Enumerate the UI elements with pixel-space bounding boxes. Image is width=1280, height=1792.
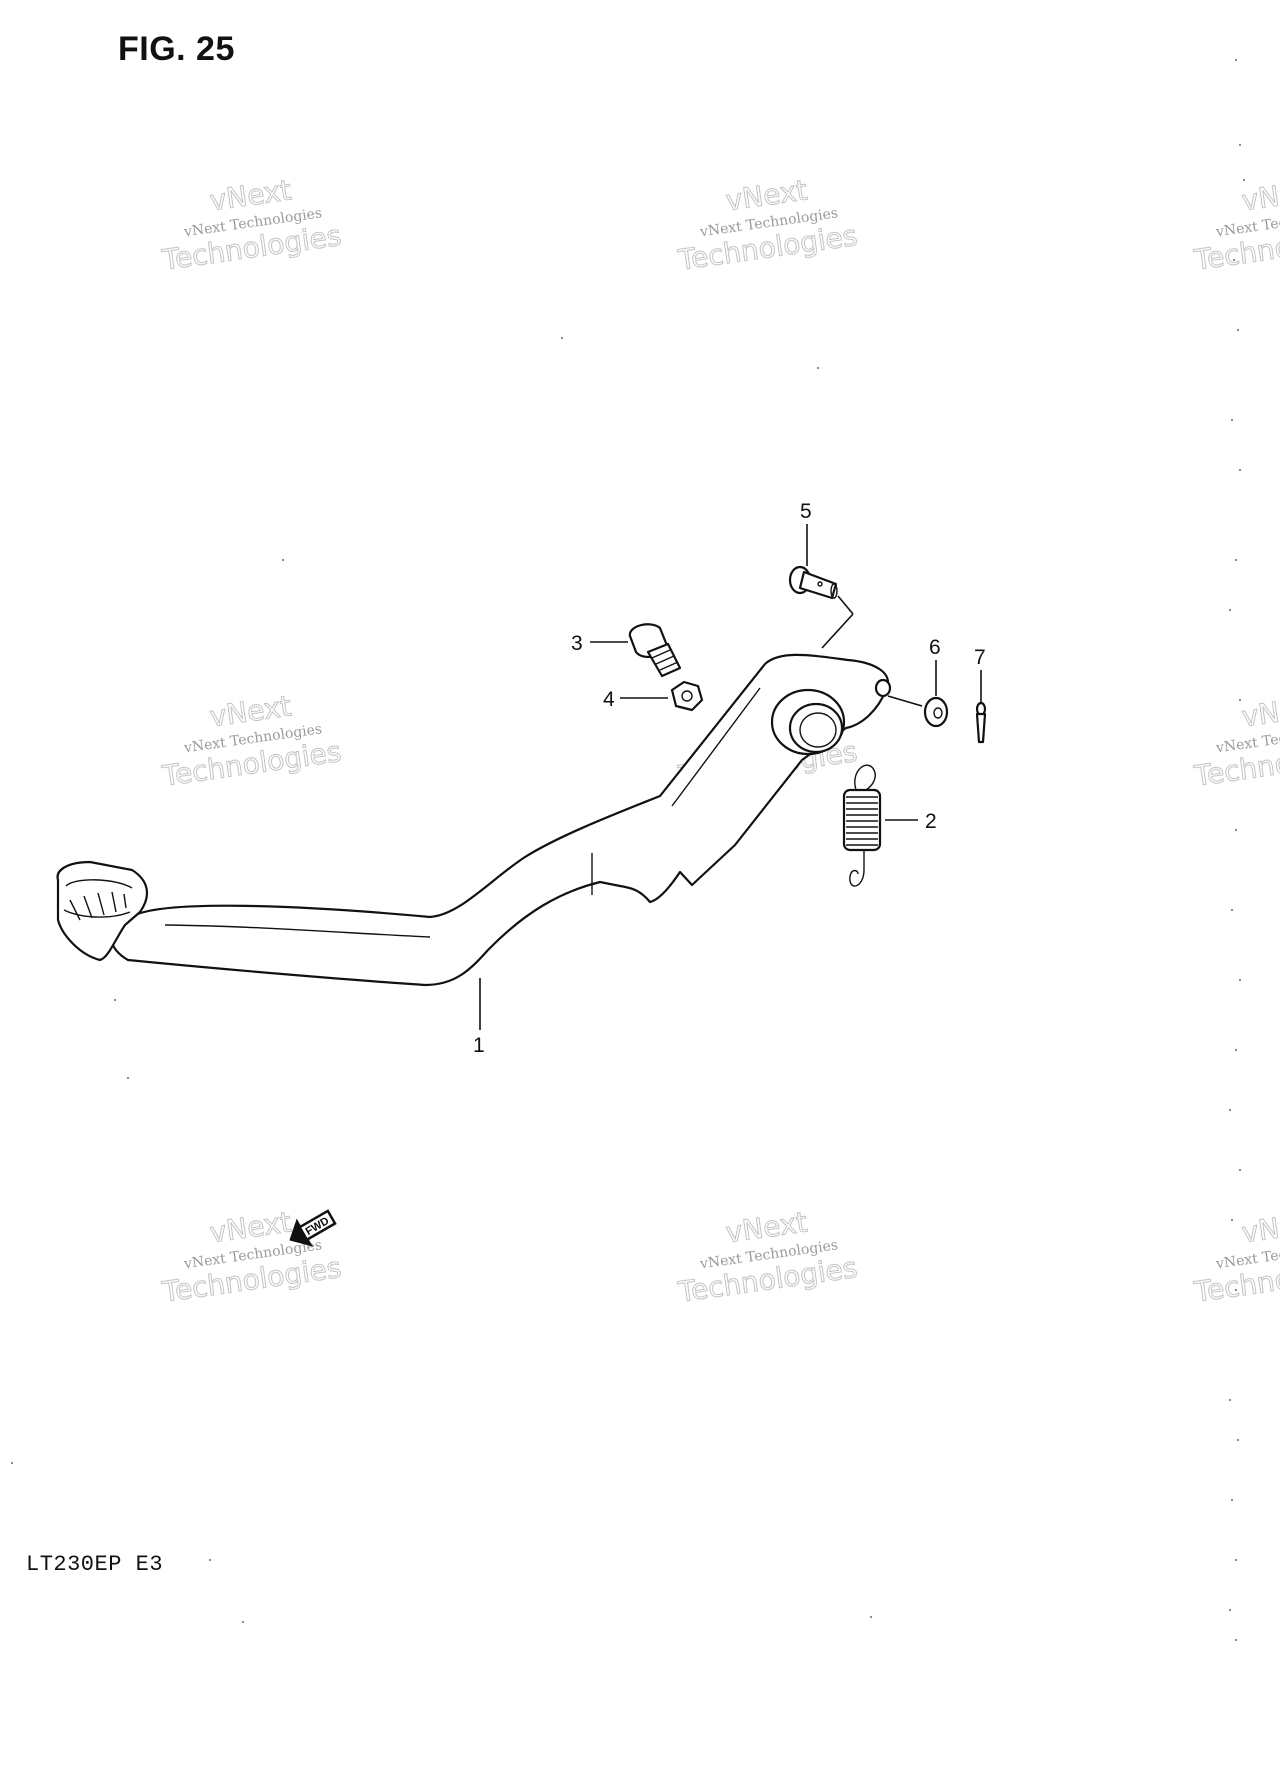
clevis-pin bbox=[788, 565, 838, 600]
scan-specks bbox=[11, 59, 1245, 1641]
watermark-top-left: vNext vNext Technologies Technologies bbox=[159, 173, 344, 277]
cotter-pin bbox=[975, 701, 987, 744]
adjuster-bolt bbox=[628, 623, 682, 678]
callout-4: 4 bbox=[603, 688, 615, 711]
svg-text:vNext: vNext bbox=[1240, 1205, 1280, 1249]
watermark-bottom-left: vNext vNext Technologies Technologies bbox=[159, 1205, 344, 1309]
svg-text:vNext: vNext bbox=[1240, 173, 1280, 217]
watermark-top-center: vNext vNext Technologies Technologies bbox=[675, 173, 860, 277]
callout-3: 3 bbox=[571, 632, 583, 655]
callout-1: 1 bbox=[473, 1034, 485, 1057]
lock-nut bbox=[670, 680, 704, 712]
washer bbox=[923, 696, 949, 728]
watermark-bottom-center: vNext vNext Technologies Technologies bbox=[675, 1205, 860, 1309]
callout-6: 6 bbox=[929, 636, 941, 659]
watermark-mid-left: vNext vNext Technologies Technologies bbox=[159, 689, 344, 793]
return-spring bbox=[842, 764, 882, 887]
model-code: LT230EP E3 bbox=[26, 1552, 164, 1577]
callout-2: 2 bbox=[925, 810, 937, 833]
watermark-top-right: vNext vNext Technologies Technologies bbox=[1191, 173, 1280, 277]
figure-title: FIG. 25 bbox=[118, 30, 235, 68]
brake-pedal bbox=[56, 653, 892, 987]
callout-7: 7 bbox=[974, 646, 986, 669]
watermark-mid-right: vNext vNext Technologies Technologies bbox=[1191, 689, 1280, 793]
watermark-bottom-right: vNext vNext Technologies Technologies bbox=[1191, 1205, 1280, 1309]
svg-text:vNext: vNext bbox=[1240, 689, 1280, 733]
callout-5: 5 bbox=[800, 500, 812, 523]
leader-lines bbox=[479, 524, 982, 1030]
